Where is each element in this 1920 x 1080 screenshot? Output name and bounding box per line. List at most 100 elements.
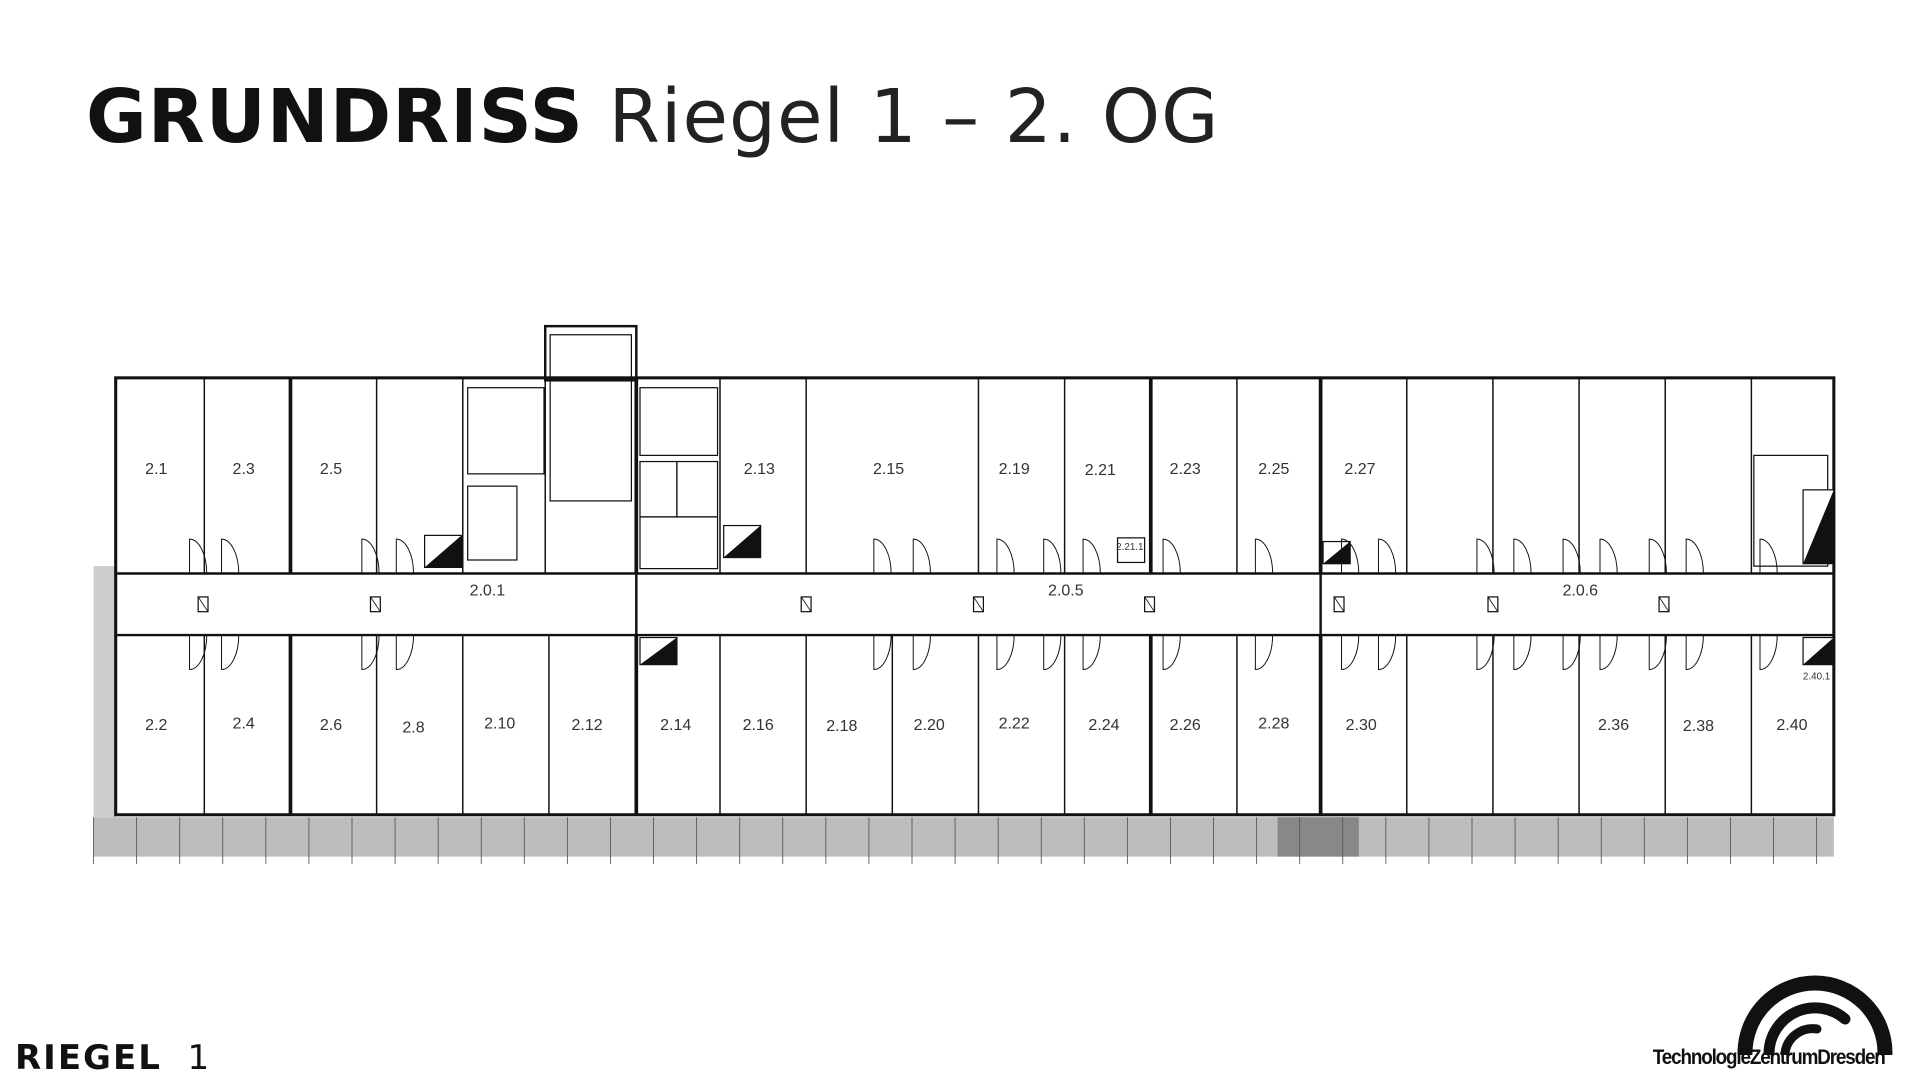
room-label-small: 2.21.1 xyxy=(1116,542,1143,553)
door-swing xyxy=(912,635,931,671)
door-swing xyxy=(1162,538,1181,574)
door-swing xyxy=(873,635,892,671)
shaft-icon xyxy=(723,525,761,558)
door-swing xyxy=(1599,635,1618,671)
door-swing xyxy=(221,635,240,671)
detector-icon xyxy=(800,596,812,613)
detector-icon xyxy=(1333,596,1345,613)
detector-icon xyxy=(1144,596,1156,613)
door-swing xyxy=(361,635,380,671)
door-swing xyxy=(1476,635,1495,671)
door-swing xyxy=(1648,635,1667,671)
corridor-label: 2.0.6 xyxy=(1563,583,1599,600)
room-label: 2.3 xyxy=(233,461,255,478)
door-swing xyxy=(1599,538,1618,574)
service-room xyxy=(676,460,719,518)
room-label: 2.14 xyxy=(660,717,691,734)
door-swing xyxy=(1162,635,1181,671)
room-label: 2.1 xyxy=(145,461,167,478)
shaft-icon xyxy=(424,535,462,568)
terrace xyxy=(93,566,1834,864)
room-label: 2.38 xyxy=(1683,718,1714,735)
door-swing xyxy=(1043,538,1062,574)
logo-arc-icon xyxy=(1737,975,1893,1061)
room-label: 2.6 xyxy=(320,717,342,734)
footer-bold: RIEGEL xyxy=(15,1038,162,1078)
service-room xyxy=(639,460,678,518)
room-label: 2.18 xyxy=(826,718,857,735)
door-swing xyxy=(1513,538,1532,574)
footer-number: 1 xyxy=(187,1038,212,1078)
door-swing xyxy=(1562,635,1581,671)
corridor-label: 2.0.5 xyxy=(1048,583,1084,600)
detector-icon xyxy=(1333,596,1345,612)
room-label: 2.4 xyxy=(233,716,255,733)
shaft-icon xyxy=(640,637,677,665)
page-title: GRUNDRISS Riegel 1 – 2. OG xyxy=(86,80,1219,154)
room-label: 2.27 xyxy=(1344,461,1375,478)
room-label: 2.12 xyxy=(572,717,603,734)
terrace-dark-patch xyxy=(1277,817,1359,857)
door-swing xyxy=(1476,538,1495,574)
room-label: 2.40 xyxy=(1776,717,1807,734)
door-swing xyxy=(996,538,1015,574)
door-swing xyxy=(1513,635,1532,671)
shaft-icon xyxy=(1803,489,1834,564)
room-label: 2.28 xyxy=(1258,716,1289,733)
door-swing xyxy=(1341,635,1360,671)
balcony-left xyxy=(93,566,116,818)
door-swing xyxy=(1685,538,1704,574)
service-room xyxy=(467,387,545,475)
room-2-21-1 xyxy=(1116,537,1146,564)
room-label: 2.13 xyxy=(744,461,775,478)
logo: TechnologieZentrumDresden xyxy=(1645,975,1920,1080)
door-swing xyxy=(1759,635,1778,671)
door-swing xyxy=(1377,635,1397,671)
room-label: 2.30 xyxy=(1346,717,1377,734)
room-label: 2.19 xyxy=(999,461,1030,478)
detector-icon xyxy=(197,596,209,612)
room-label: 2.15 xyxy=(873,461,904,478)
room-labels: 2.1 2.3 2.5 2.13 2.15 2.19 2.21 2.23 2.2… xyxy=(145,461,1830,736)
corridor-label: 2.0.1 xyxy=(470,583,506,600)
footer-label: RIEGEL 1 xyxy=(15,1038,211,1078)
room-label: 2.5 xyxy=(320,461,342,478)
doors xyxy=(189,538,1778,671)
detector-icon xyxy=(1487,596,1499,612)
room-label: 2.20 xyxy=(914,717,945,734)
walls xyxy=(114,324,1836,817)
outer-wall xyxy=(114,376,1836,817)
detector-icon xyxy=(800,596,812,612)
door-swing xyxy=(221,538,240,574)
room-label: 2.10 xyxy=(484,716,515,733)
detector-icon xyxy=(1487,596,1499,613)
door-swing xyxy=(1341,538,1360,574)
door-swing xyxy=(873,538,892,574)
detector-icon xyxy=(369,596,381,613)
room-label: 2.22 xyxy=(999,716,1030,733)
door-swing xyxy=(1082,635,1101,671)
door-swing xyxy=(1377,538,1397,574)
room-label: 2.16 xyxy=(743,717,774,734)
detector-icon xyxy=(972,596,985,613)
door-swing xyxy=(189,635,208,671)
detector-icon xyxy=(973,596,984,612)
logo-text: TechnologieZentrumDresden xyxy=(1652,1046,1886,1069)
detector-icon xyxy=(197,596,209,613)
door-swing xyxy=(996,635,1015,671)
door-swing xyxy=(1562,538,1581,574)
title-rest: Riegel 1 – 2. OG xyxy=(608,74,1220,160)
door-swing xyxy=(361,538,380,574)
door-swing xyxy=(1685,635,1704,671)
door-swing xyxy=(912,538,931,574)
door-swing xyxy=(1254,635,1274,671)
shaft-icon xyxy=(1803,637,1834,665)
room-label: 2.21 xyxy=(1085,462,1116,479)
detector-icon xyxy=(370,596,381,612)
door-swing xyxy=(189,538,208,574)
door-swing xyxy=(1759,538,1778,574)
service-room xyxy=(639,516,719,570)
room-label: 2.25 xyxy=(1258,461,1289,478)
door-swing xyxy=(395,538,415,574)
